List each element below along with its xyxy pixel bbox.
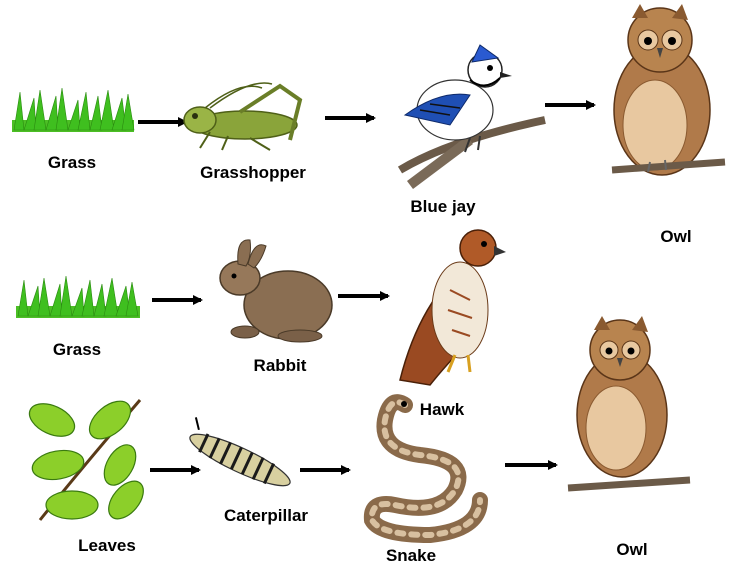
label-blue-jay: Blue jay	[410, 197, 475, 217]
rabbit-icon	[220, 240, 332, 342]
label-caterpillar: Caterpillar	[224, 506, 308, 526]
grass-icon	[16, 276, 140, 318]
label-grasshopper: Grasshopper	[200, 163, 306, 183]
owl-icon	[568, 316, 690, 488]
grass-icon	[12, 88, 134, 132]
snake-icon	[372, 401, 480, 535]
blue-jay-icon	[400, 45, 545, 185]
grasshopper-icon	[184, 83, 300, 150]
label-rabbit: Rabbit	[254, 356, 307, 376]
label-hawk: Hawk	[420, 400, 464, 420]
label-owl-1: Owl	[660, 227, 691, 247]
owl-icon	[612, 4, 725, 175]
leaves-icon	[24, 394, 150, 525]
label-leaves: Leaves	[78, 536, 136, 556]
label-grass-2: Grass	[53, 340, 101, 360]
label-owl-2: Owl	[616, 540, 647, 560]
caterpillar-icon	[182, 417, 298, 494]
hawk-icon	[400, 230, 506, 385]
label-grass-1: Grass	[48, 153, 96, 173]
label-snake: Snake	[386, 546, 436, 565]
